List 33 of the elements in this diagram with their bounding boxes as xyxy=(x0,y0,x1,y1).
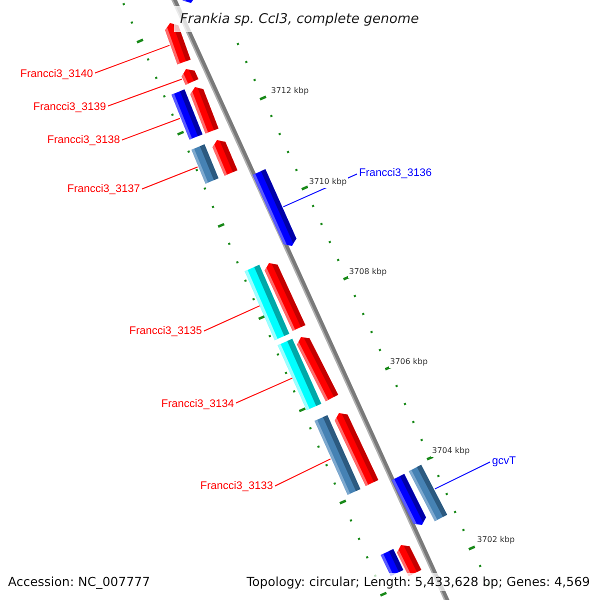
gene-label: Francci3_3134 xyxy=(161,396,234,412)
gene-label: gcvT xyxy=(492,453,516,469)
gene-block xyxy=(172,89,202,140)
gene-label: Francci3_3138 xyxy=(47,132,120,148)
leader-line xyxy=(122,118,180,140)
footer-text: Topology: circular; Length: 5,433,628 bp; Genes: 4,569 xyxy=(246,573,590,591)
leader-line xyxy=(236,378,293,404)
leader-line xyxy=(274,458,331,486)
gene-label: Francci3_3139 xyxy=(33,99,106,115)
gene-block xyxy=(252,169,296,246)
scale-label: 3712 kbp xyxy=(270,85,310,97)
gene-label: Francci3_3133 xyxy=(200,478,273,494)
gene-label: Francci3_3137 xyxy=(67,181,140,197)
gene-block xyxy=(297,337,338,402)
scale-label: 3706 kbp xyxy=(389,356,429,368)
leader-line xyxy=(204,305,260,332)
gene-block xyxy=(408,464,448,522)
leader-line xyxy=(94,44,170,74)
leader-line xyxy=(108,78,182,106)
leader-line xyxy=(142,166,198,190)
scale-label: 3710 kbp xyxy=(308,176,348,188)
gene-label: Francci3_3135 xyxy=(129,323,202,339)
gene-block xyxy=(334,413,378,486)
scale-label: 3708 kbp xyxy=(348,266,388,278)
scale-label: 3702 kbp xyxy=(476,534,516,546)
gene-label: Francci3_3140 xyxy=(20,66,93,82)
gene-label: Francci3_3136 xyxy=(359,165,432,181)
gene-block xyxy=(212,140,238,176)
scale-label: 3704 kbp xyxy=(431,445,471,457)
gene-block xyxy=(182,69,198,85)
title: Frankia sp. CcI3, complete genome xyxy=(180,10,419,29)
gene-block xyxy=(264,263,306,331)
gene-block xyxy=(192,144,218,184)
